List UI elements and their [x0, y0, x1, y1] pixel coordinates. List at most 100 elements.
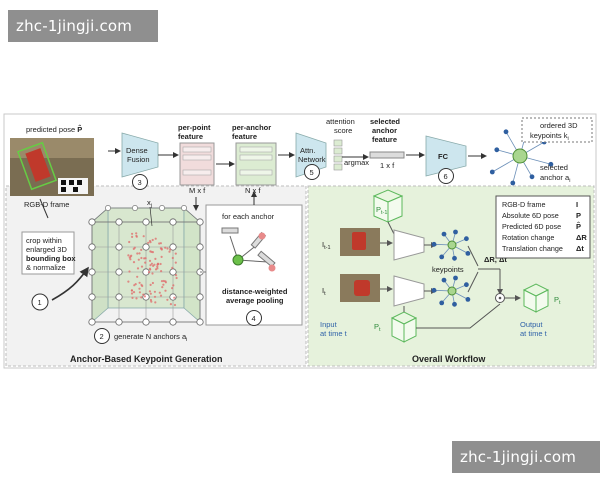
- keypoints-prev-star: [431, 229, 471, 261]
- for-each-anchor-label: for each anchor: [222, 212, 275, 221]
- keypoint-dot: [453, 275, 458, 281]
- point-cloud-dot: [156, 265, 159, 268]
- keypoint-dot: [548, 161, 554, 167]
- point-cloud-dot: [136, 275, 139, 278]
- step-5-badge: [304, 164, 320, 180]
- anchor-pooling-inset: [205, 204, 303, 326]
- anchor-node: [115, 268, 123, 276]
- point-cloud-dot: [130, 292, 134, 295]
- point-cloud-dot: [162, 283, 165, 286]
- output-pose-box-icon: [522, 283, 550, 313]
- anchor-node: [115, 218, 123, 226]
- per-anchor-label-1: per-anchor: [232, 123, 271, 132]
- point-cloud-dot: [151, 281, 154, 285]
- point-cloud-dot: [168, 250, 171, 253]
- point-cloud-dot: [169, 248, 172, 251]
- point-cloud-dot: [128, 256, 131, 259]
- anchor-node: [88, 243, 96, 251]
- watermark-bottom-right: zhc-1jingji.com: [452, 441, 600, 473]
- anchor-node: [142, 293, 150, 301]
- distance-weighted-label-1: distance-weighted: [222, 287, 288, 296]
- point-cloud-dot: [151, 238, 154, 242]
- point-cloud-dot: [152, 264, 155, 267]
- per-anchor-dims: N x f: [245, 186, 261, 195]
- point-cloud-dot: [148, 267, 151, 270]
- point-cloud-dot: [166, 247, 169, 250]
- step-5-number: 5: [310, 168, 314, 177]
- anchor-node: [196, 243, 204, 251]
- attention-score-cells: [333, 139, 343, 171]
- point-cloud-dot: [164, 289, 167, 292]
- distance-weighted-label-2: average pooling: [226, 296, 284, 305]
- point-cloud-dot: [173, 303, 177, 307]
- point-cloud-dot: [129, 258, 132, 261]
- point-cloud-dot: [140, 296, 143, 299]
- point-cloud-dot: [142, 235, 145, 238]
- keypoint-dot: [431, 241, 437, 247]
- legend-row-symbol: Δt: [576, 244, 584, 253]
- point-cloud-dot: [174, 261, 177, 264]
- anchor-node: [142, 243, 150, 251]
- keypoint-dot: [464, 282, 469, 288]
- point-cloud-dot: [154, 237, 157, 240]
- point-cloud-dot: [131, 296, 134, 299]
- output-text-1: Output: [520, 320, 543, 329]
- anchor-node: [142, 218, 150, 226]
- point-cloud-dot: [166, 298, 169, 301]
- point-cloud-dot: [160, 280, 164, 283]
- frame-t-photo: [340, 274, 380, 302]
- point-cloud-dot: [138, 287, 141, 290]
- legend-row-symbol: I: [576, 200, 578, 209]
- anchor-node: [169, 243, 177, 251]
- legend-row-label: Absolute 6D pose: [502, 211, 559, 220]
- point-cloud-dot: [156, 267, 159, 270]
- step-6-badge: [438, 168, 454, 184]
- legend-row-symbol: P: [576, 211, 581, 220]
- step-2-number: 2: [100, 332, 104, 341]
- anchor-node: [169, 318, 177, 326]
- anchor-node: [169, 218, 177, 226]
- predicted-pose-label: predicted pose P̂: [26, 125, 82, 134]
- dense-fusion-label-1: Dense: [126, 146, 148, 155]
- legend-row-label: Rotation change: [502, 233, 554, 242]
- keypoint-dot: [529, 174, 535, 180]
- anchor-node: [88, 318, 96, 326]
- point-cloud-dot: [130, 289, 133, 292]
- ordered-keypoints-label-1: ordered 3D: [540, 121, 578, 130]
- section-right-title: Overall Workflow: [412, 354, 486, 364]
- point-cloud-dot: [160, 248, 163, 251]
- point-cloud-dot: [159, 262, 162, 266]
- anchor-center: [447, 240, 457, 250]
- point-cloud-dot: [159, 294, 163, 297]
- point-cloud-dot: [138, 281, 141, 284]
- point-cloud-dot: [133, 246, 136, 249]
- dense-fusion-block: [121, 132, 159, 178]
- per-point-feature-stack: [179, 142, 215, 186]
- input-text-2: at time t: [320, 329, 348, 338]
- dense-fusion-label-2: Fusion: [127, 155, 150, 164]
- anchor-node: [132, 205, 138, 211]
- per-point-label-1: per-point: [178, 123, 211, 132]
- selected-dims: 1 x f: [380, 161, 395, 170]
- p-prev-label: Pt-1: [376, 205, 387, 216]
- point-cloud-dot: [136, 252, 139, 255]
- prev-pose-box-icon: [372, 189, 404, 223]
- crop-line-2: enlarged 3D: [26, 245, 67, 254]
- anchor-node: [88, 218, 96, 226]
- encoder-t: [393, 275, 425, 307]
- point-cloud-dot: [144, 261, 147, 264]
- point-cloud-dot: [150, 300, 153, 303]
- anchor-node: [196, 293, 204, 301]
- point-cloud-dot: [127, 280, 130, 283]
- point-cloud-dot: [148, 290, 151, 293]
- point-cloud-dot: [137, 258, 140, 261]
- rgbd-photo: [10, 138, 94, 196]
- point-cloud-dot: [172, 284, 175, 287]
- point-cloud-dot: [158, 242, 161, 245]
- keypoint-dot: [465, 297, 471, 302]
- point-cloud-dot: [156, 262, 160, 265]
- point-cloud-dot: [149, 292, 152, 295]
- point-cloud-dot: [151, 272, 154, 275]
- point-cloud-dot: [143, 257, 146, 260]
- fc-block: [425, 135, 467, 177]
